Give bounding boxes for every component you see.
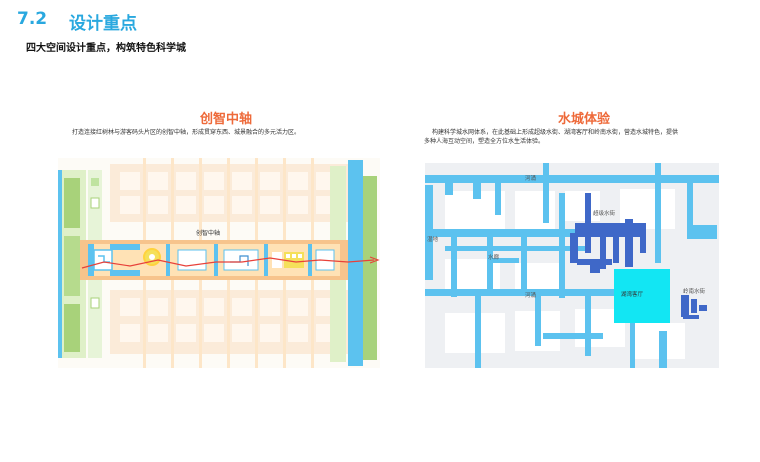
label-river-top: 河涌 <box>525 174 536 182</box>
water-network-map: 河涌 超级水街 湿地 水廊 河涌 湖湾客厅 岭南水街 <box>425 163 719 368</box>
label-bay-hall: 湖湾客厅 <box>621 290 644 298</box>
section-title: 设计重点 <box>69 14 137 34</box>
label-wetland: 湿地 <box>427 235 439 243</box>
axis-plan-map: 创智中轴 <box>58 158 380 368</box>
right-panel-description-1: 构建科学城水网体系，在此基础上形成超级水街、湖湾客厅和岭南水街，营造水城特色，提… <box>432 129 679 136</box>
right-panel-description-2: 多种人海互动空间，塑造全方位水生活体验。 <box>424 138 545 145</box>
label-corridor: 水廊 <box>488 253 500 261</box>
label-lingnan-street: 岭南水街 <box>683 287 706 295</box>
page-subtitle: 四大空间设计重点，构筑特色科学城 <box>26 43 186 54</box>
label-super-street: 超级水街 <box>593 209 616 217</box>
left-panel-title: 创智中轴 <box>200 112 253 127</box>
left-panel-description: 打造连接红树林与游客码头片区的创智中轴，形成贯穿东西、城景融合的多元活力区。 <box>72 129 301 136</box>
right-panel-title: 水城体验 <box>558 112 611 127</box>
label-river-bottom: 河涌 <box>525 291 536 299</box>
section-number: 7.2 <box>17 9 48 29</box>
axis-label: 创智中轴 <box>196 229 220 237</box>
